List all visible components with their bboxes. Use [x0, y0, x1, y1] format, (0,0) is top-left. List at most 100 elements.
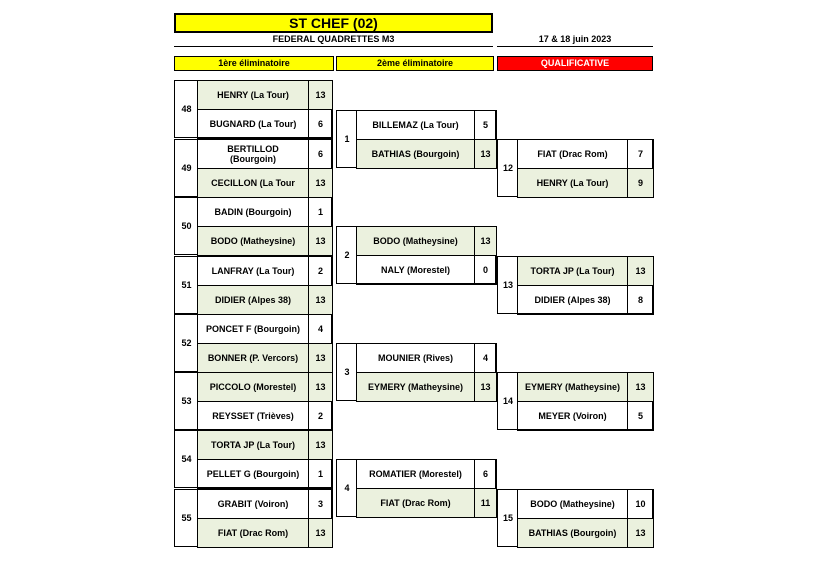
match-number: 3: [344, 367, 350, 377]
team-name: ROMATIER (Morestel): [356, 459, 475, 489]
round1-header: 1ère éliminatoire: [174, 56, 334, 71]
team-score: 13: [308, 372, 333, 402]
team-score: 2: [308, 256, 333, 286]
team-score: 7: [627, 139, 654, 169]
tournament-title: ST CHEF (02): [174, 13, 493, 33]
team-score: 4: [308, 314, 333, 344]
team-score: 9: [627, 168, 654, 198]
team-score: 13: [308, 80, 333, 110]
team-name: FIAT (Drac Rom): [197, 518, 309, 548]
team-name: EYMERY (Matheysine): [517, 372, 628, 402]
team-name: MEYER (Voiron): [517, 401, 628, 431]
team-name: PELLET G (Bourgoin): [197, 459, 309, 489]
team-score: 10: [627, 489, 654, 519]
match-number: 13: [502, 280, 513, 290]
match-number: 4: [344, 483, 350, 493]
team-name: BODO (Matheysine): [356, 226, 475, 256]
match-number: 15: [502, 513, 513, 523]
team-name: BONNER (P. Vercors): [197, 343, 309, 373]
match-number: 14: [502, 396, 513, 406]
team-score: 13: [308, 226, 333, 256]
team-score: 11: [474, 488, 497, 518]
team-score: 8: [627, 285, 654, 315]
team-name: LANFRAY (La Tour): [197, 256, 309, 286]
team-name: DIDIER (Alpes 38): [517, 285, 628, 315]
team-score: 13: [474, 139, 497, 169]
team-score: 13: [308, 343, 333, 373]
team-name: TORTA JP (La Tour): [197, 430, 309, 460]
team-score: 13: [474, 226, 497, 256]
event-date: 17 & 18 juin 2023: [538, 34, 612, 44]
team-score: 3: [308, 489, 333, 519]
match-number: 50: [181, 221, 192, 231]
team-score: 13: [308, 285, 333, 315]
team-score: 13: [308, 518, 333, 548]
team-score: 2: [308, 401, 333, 431]
team-score: 1: [308, 197, 333, 227]
team-name: HENRY (La Tour): [517, 168, 628, 198]
team-score: 13: [474, 372, 497, 402]
team-score: 6: [474, 459, 497, 489]
team-name: BODO (Matheysine): [517, 489, 628, 519]
match-number: 51: [181, 280, 192, 290]
match-number: 55: [181, 513, 192, 523]
team-score: 4: [474, 343, 497, 373]
team-score: 13: [308, 430, 333, 460]
team-score: 13: [308, 168, 333, 198]
round2-header: 2ème éliminatoire: [336, 56, 494, 71]
team-name: BODO (Matheysine): [197, 226, 309, 256]
team-name: EYMERY (Matheysine): [356, 372, 475, 402]
team-name: FIAT (Drac Rom): [517, 139, 628, 169]
team-name: BERTILLOD (Bourgoin): [197, 139, 309, 169]
match-number: 54: [181, 454, 192, 464]
match-number: 49: [181, 163, 192, 173]
team-name: BILLEMAZ (La Tour): [356, 110, 475, 140]
team-name: NALY (Morestel): [356, 255, 475, 285]
subtitle-rule: [174, 46, 493, 47]
team-name: CECILLON (La Tour: [197, 168, 309, 198]
team-name: PICCOLO (Morestel): [197, 372, 309, 402]
match-number: 2: [344, 250, 350, 260]
team-name: TORTA JP (La Tour): [517, 256, 628, 286]
team-score: 13: [627, 518, 654, 548]
team-score: 5: [627, 401, 654, 431]
team-name: DIDIER (Alpes 38): [197, 285, 309, 315]
team-score: 6: [308, 109, 333, 139]
match-number: 1: [344, 134, 350, 144]
match-number: 52: [181, 338, 192, 348]
team-score: 1: [308, 459, 333, 489]
team-name: BATHIAS (Bourgoin): [356, 139, 475, 169]
team-name: PONCET F (Bourgoin): [197, 314, 309, 344]
team-score: 0: [474, 255, 497, 285]
team-score: 13: [627, 372, 654, 402]
team-name: FIAT (Drac Rom): [356, 488, 475, 518]
team-score: 6: [308, 139, 333, 169]
team-name: GRABIT (Voiron): [197, 489, 309, 519]
match-number: 53: [181, 396, 192, 406]
date-rule: [497, 46, 653, 47]
team-name: BUGNARD (La Tour): [197, 109, 309, 139]
team-name: REYSSET (Trièves): [197, 401, 309, 431]
team-name: MOUNIER (Rives): [356, 343, 475, 373]
match-number: 48: [181, 104, 192, 114]
team-name: HENRY (La Tour): [197, 80, 309, 110]
competition-subtitle: FEDERAL QUADRETTES M3: [272, 34, 395, 44]
team-score: 13: [627, 256, 654, 286]
team-score: 5: [474, 110, 497, 140]
